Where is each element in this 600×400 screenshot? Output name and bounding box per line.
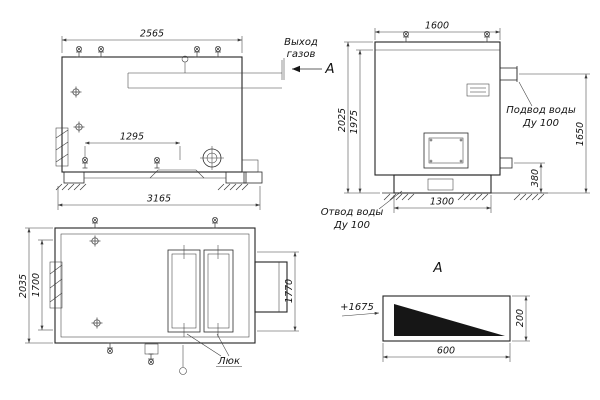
plan-view: 2035 1700 1770 Люк [18, 216, 299, 375]
valve-icon [97, 45, 105, 58]
inner-wall [60, 233, 250, 338]
valve-icon [106, 342, 114, 355]
hatch-callout: Люк [186, 333, 242, 367]
water-outlet-callout: Отвод воды Ду 100 [321, 190, 403, 231]
dim-text: 3165 [147, 194, 171, 205]
dim-text: 1650 [575, 122, 586, 146]
dimension-depth-inner: 1700 [31, 239, 53, 331]
section-view-a: А +1675 600 200 [340, 260, 530, 362]
dimension-height-outer: 2025 [337, 41, 380, 194]
valve-icon [193, 45, 201, 58]
valve-icon [214, 45, 222, 58]
dim-text: 200 [515, 309, 526, 327]
dim-text: 1300 [430, 197, 454, 208]
side-view: 2565 1295 3165 Выход газов А [55, 29, 335, 210]
section-body [382, 295, 511, 342]
dimension-span-inner: 1295 [84, 132, 181, 160]
dim-text: 380 [530, 169, 541, 187]
section-mark-label: А [324, 61, 334, 77]
dim-text: 1700 [31, 273, 42, 297]
dimension-width-top-end: 1600 [374, 21, 501, 40]
water-outlet-stub [499, 157, 513, 169]
boiler-body-end [374, 41, 501, 176]
valve-icon [81, 156, 89, 169]
front-door [423, 132, 469, 169]
dimension-width-base: 3165 [57, 186, 261, 210]
valve-icon [402, 30, 410, 43]
dim-text: 600 [437, 346, 455, 357]
dim-text: 2025 [337, 108, 348, 132]
hatch-label: Люк [217, 356, 240, 367]
centermark-icon [89, 235, 101, 247]
valve-icon [147, 353, 155, 366]
skid-base [63, 159, 263, 184]
boiler-body-side [61, 56, 243, 173]
side-access-door [55, 127, 69, 167]
boiler-body-plan [54, 227, 256, 344]
water-inlet-stub [499, 66, 518, 82]
dimension-depth-outer: 2035 [18, 227, 53, 344]
level-mark-label: +1675 [340, 302, 374, 313]
ground-hatch [55, 183, 87, 191]
dimension-depth-right: 1770 [257, 251, 299, 332]
refractory-wedge [394, 304, 505, 336]
dim-text: 1975 [349, 110, 360, 134]
nameplate [466, 83, 490, 97]
section-title: А [432, 260, 442, 276]
dimension-inlet-height: 1650 [519, 73, 590, 194]
burner-flange [200, 146, 224, 170]
hatch-1 [167, 245, 201, 337]
dimension-base-width: 1300 [393, 195, 492, 213]
valve-icon [91, 216, 99, 229]
water-outlet-label: Отвод воды [321, 207, 384, 218]
level-callout: +1675 [340, 302, 380, 317]
dimension-height-inner: 1975 [349, 49, 373, 193]
gas-outlet-callout: Выход газов А [283, 37, 335, 80]
centermark-icon [73, 121, 85, 133]
dim-text: 2035 [18, 274, 29, 298]
dim-text: 2565 [140, 29, 164, 40]
dim-text: 1770 [284, 279, 295, 303]
dimension-section-height: 200 [512, 295, 530, 342]
dim-text: 1295 [120, 132, 144, 143]
dim-text: 1600 [425, 21, 449, 32]
flue-outlet-plan [254, 261, 288, 313]
bottom-fitting [144, 343, 159, 366]
end-view: 1600 2025 1975 1650 380 [321, 21, 590, 231]
plan-access-door [49, 261, 63, 309]
hatch-2 [203, 245, 234, 337]
ground-hatch [457, 193, 489, 201]
gas-duct [127, 60, 283, 89]
valve-icon [75, 45, 83, 58]
centermark-icon [91, 317, 103, 329]
water-inlet-label: Ду 100 [522, 118, 559, 129]
valve-icon [483, 30, 491, 43]
dimension-width-top: 2565 [61, 29, 243, 53]
dimension-section-width: 600 [382, 343, 511, 362]
gas-outlet-label: Выход [284, 37, 318, 48]
water-outlet-label: Ду 100 [333, 220, 370, 231]
ground-hatch [383, 193, 415, 201]
ground-hatch [513, 193, 545, 201]
end-base [382, 174, 548, 194]
valve-icon [153, 156, 161, 169]
thermometer-fitting [179, 345, 187, 375]
dimension-base-height: 380 [514, 162, 545, 193]
water-inlet-callout: Подвод воды Ду 100 [506, 81, 576, 129]
duct-sensor [181, 55, 189, 73]
centermark-icon [70, 86, 82, 98]
water-inlet-label: Подвод воды [506, 105, 576, 116]
ground-hatch [217, 183, 249, 191]
valve-icon [211, 216, 219, 229]
gas-outlet-label: газов [287, 49, 316, 60]
